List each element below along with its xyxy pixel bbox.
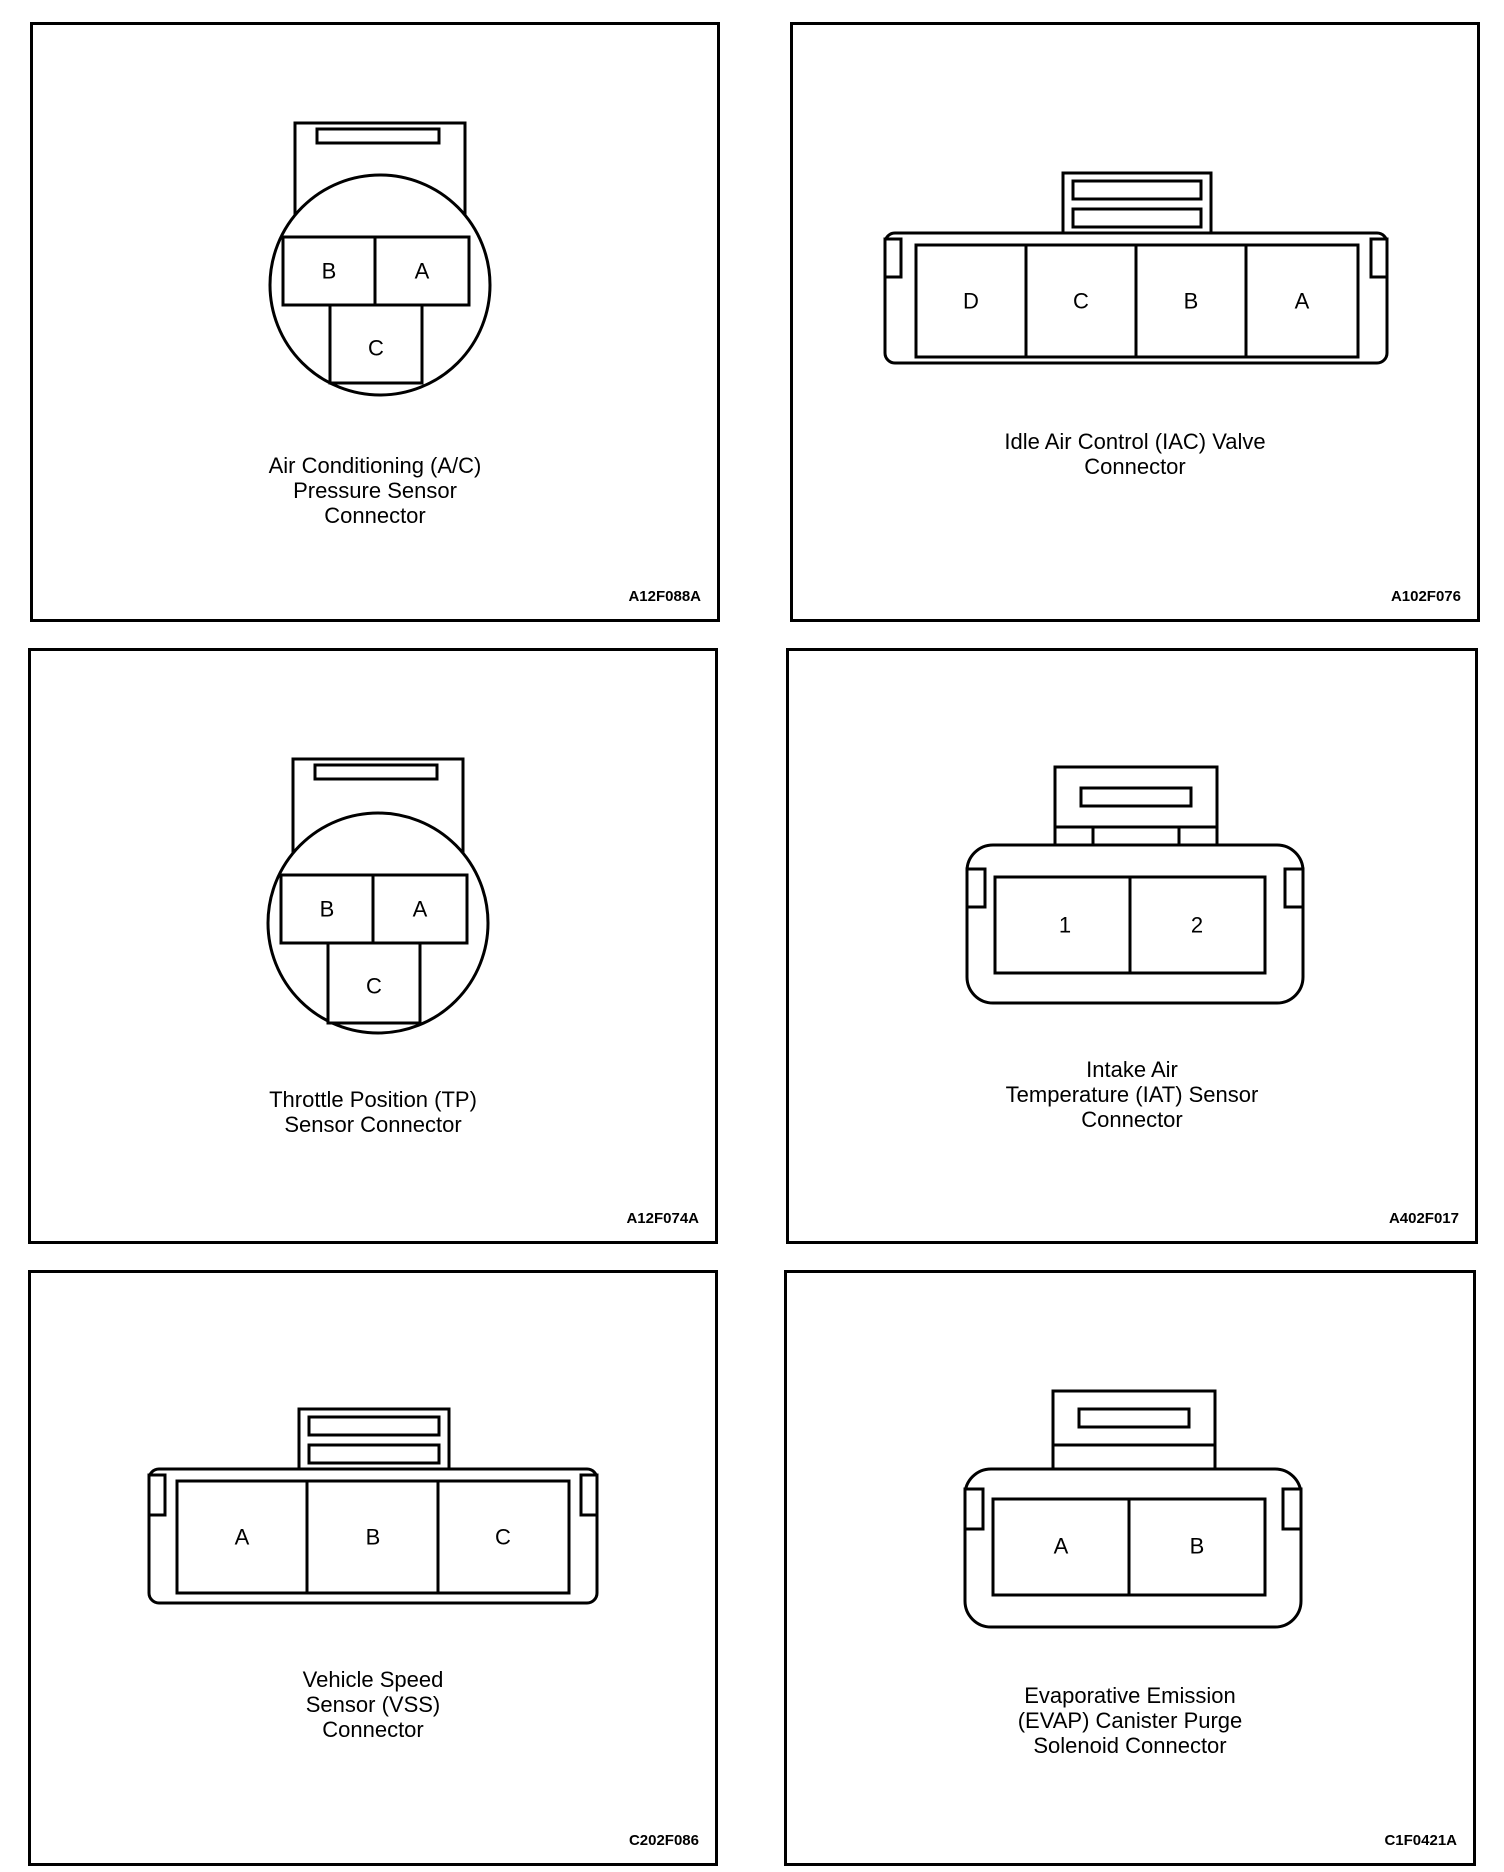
- connector-pin-frame: [175, 1479, 571, 1595]
- caption-line: Sensor Connector: [284, 1112, 462, 1137]
- pin-label: C: [368, 336, 384, 361]
- connector-latch-slot: [313, 763, 439, 781]
- connector-side-tab: [147, 1473, 167, 1517]
- caption-line: Temperature (IAT) Sensor: [1005, 1082, 1259, 1107]
- pin-label: B: [322, 259, 337, 284]
- pin-label: B: [1184, 289, 1199, 314]
- connector-latch-housing: [1051, 1389, 1217, 1471]
- pin-cell-a: [373, 235, 471, 307]
- caption-line: Solenoid Connector: [1033, 1733, 1227, 1758]
- connector-side-tab: [579, 1473, 599, 1517]
- iac-valve-connector-drawing: D C B A: [883, 171, 1389, 365]
- pin-label: A: [413, 897, 428, 922]
- panel-iat-sensor: 1 2 Intake Air Temperature (IAT) Sensor …: [786, 648, 1478, 1244]
- pin-label: A: [415, 259, 430, 284]
- caption-line: Air Conditioning (A/C): [268, 453, 482, 478]
- pin-label: B: [320, 897, 335, 922]
- connector-caption: Idle Air Control (IAC) Valve Connector: [793, 429, 1477, 479]
- connector-latch-slot: [307, 1415, 441, 1437]
- pin-label: B: [1190, 1534, 1205, 1559]
- pin-cell-a: [371, 873, 469, 945]
- caption-line: Connector: [324, 503, 426, 528]
- panel-tp-sensor: B A C Throttle Position (TP) Sensor Conn…: [28, 648, 718, 1244]
- figure-id: A12F088A: [628, 588, 701, 605]
- evap-purge-solenoid-connector-drawing: A B: [963, 1389, 1303, 1629]
- caption-line: Connector: [322, 1717, 424, 1742]
- connector-caption: Vehicle Speed Sensor (VSS) Connector: [31, 1667, 715, 1742]
- pin-label: A: [1054, 1534, 1069, 1559]
- pin-label: A: [1295, 289, 1310, 314]
- connector-caption: Throttle Position (TP) Sensor Connector: [31, 1087, 715, 1137]
- pin-label: 2: [1191, 913, 1203, 938]
- connector-side-tab: [1283, 867, 1305, 909]
- figure-id: C202F086: [628, 1832, 699, 1849]
- caption-line: Pressure Sensor: [293, 478, 457, 503]
- iat-sensor-connector-drawing: 1 2: [965, 765, 1305, 1005]
- pin-label: A: [235, 1525, 250, 1550]
- caption-line: Vehicle Speed: [302, 1667, 444, 1692]
- figure-id: A102F076: [1390, 588, 1461, 605]
- connector-latch-slot: [1071, 207, 1203, 229]
- connector-latch-slot: [1071, 179, 1203, 201]
- connector-caption: Air Conditioning (A/C) Pressure Sensor C…: [33, 453, 717, 528]
- caption-line: Throttle Position (TP): [269, 1087, 477, 1112]
- caption-line: Intake Air: [1086, 1057, 1178, 1082]
- pin-cell-c: [326, 941, 422, 1025]
- vss-connector-drawing: A B C: [147, 1407, 599, 1605]
- figure-id: C1F0421A: [1384, 1832, 1457, 1849]
- figure-id: A12F074A: [626, 1210, 699, 1227]
- caption-line: Idle Air Control (IAC) Valve: [1004, 429, 1266, 454]
- connector-latch-slot: [1079, 786, 1193, 808]
- connector-latch-slot: [307, 1443, 441, 1465]
- connector-side-tab: [1369, 237, 1389, 279]
- connector-side-tab: [883, 237, 903, 279]
- pin-cell-c: [328, 303, 424, 385]
- connector-caption: Evaporative Emission (EVAP) Canister Pur…: [787, 1683, 1473, 1758]
- panel-ac-pressure-sensor: B A C Air Conditioning (A/C) Pressure Se…: [30, 22, 720, 622]
- connector-caption: Intake Air Temperature (IAT) Sensor Conn…: [789, 1057, 1475, 1132]
- connector-latch-slot: [315, 127, 441, 145]
- ac-pressure-sensor-connector-drawing: B A C: [268, 121, 492, 397]
- panel-vss: A B C Vehicle Speed Sensor (VSS) Connect…: [28, 1270, 718, 1866]
- pin-label: B: [366, 1525, 381, 1550]
- pin-label: D: [963, 289, 979, 314]
- tp-sensor-connector-drawing: B A C: [266, 757, 490, 1035]
- caption-line: Evaporative Emission: [1024, 1683, 1236, 1708]
- pin-label: 1: [1059, 913, 1071, 938]
- panel-evap-purge-solenoid: A B Evaporative Emission (EVAP) Canister…: [784, 1270, 1476, 1866]
- pin-cell-b: [281, 235, 377, 307]
- figure-id: A402F017: [1388, 1210, 1459, 1227]
- pin-label: C: [495, 1525, 511, 1550]
- caption-line: Connector: [1081, 1107, 1183, 1132]
- pin-label: C: [366, 974, 382, 999]
- caption-line: Connector: [1084, 454, 1186, 479]
- connector-side-tab: [1281, 1487, 1303, 1531]
- caption-line: Sensor (VSS): [305, 1692, 441, 1717]
- connector-side-tab: [963, 1487, 985, 1531]
- pin-label: C: [1073, 289, 1089, 314]
- connector-latch-slot: [1077, 1407, 1191, 1429]
- caption-line: (EVAP) Canister Purge: [1017, 1708, 1243, 1733]
- connector-side-tab: [965, 867, 987, 909]
- panel-iac-valve: D C B A Idle Air Control (IAC) Valve Con…: [790, 22, 1480, 622]
